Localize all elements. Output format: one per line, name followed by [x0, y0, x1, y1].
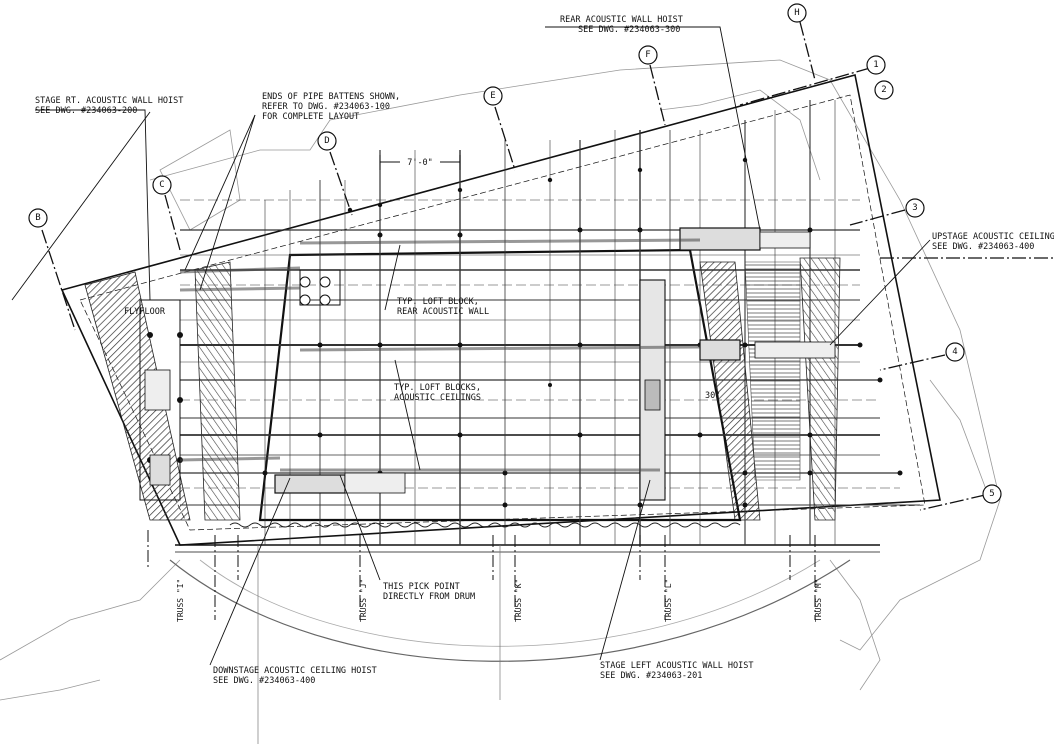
- svg-text:H: H: [794, 8, 799, 18]
- note-stage-rt-hoist: STAGE RT. ACOUSTIC WALL HOIST SEE DWG. #…: [35, 96, 189, 116]
- truss-label-m: TRUSS "M": [814, 579, 823, 622]
- grid-bubble-3: 3: [905, 198, 925, 218]
- dimension-text: 7'-0": [407, 158, 433, 168]
- truss-lines: [147, 530, 816, 620]
- note-upstage-hoist: UPSTAGE ACOUSTIC CEILING HOIST SEE DWG. …: [932, 232, 1054, 252]
- grid-bubble-4: 4: [945, 342, 965, 362]
- angle-text: 30°: [705, 391, 720, 401]
- grid-bubble-2: 2: [874, 80, 894, 100]
- grid-lines: [41, 21, 1054, 511]
- svg-text:E: E: [490, 91, 495, 101]
- grid-bubble-F: F: [638, 45, 658, 65]
- note-rear-hoist: REAR ACOUSTIC WALL HOIST SEE DWG. #23406…: [560, 15, 688, 35]
- note-downstage-hoist: DOWNSTAGE ACOUSTIC CEILING HOIST SEE DWG…: [213, 666, 382, 686]
- hoist-units: [139, 227, 836, 501]
- grid-bubble-1: 1: [866, 55, 886, 75]
- truss-label-j: TRUSS "J": [359, 579, 368, 622]
- svg-text:C: C: [159, 180, 164, 190]
- svg-text:2: 2: [881, 85, 886, 95]
- loft-blocks: [147, 157, 903, 508]
- grid-bubble-E: E: [483, 86, 503, 106]
- note-stage-left-hoist: STAGE LEFT ACOUSTIC WALL HOIST SEE DWG. …: [600, 661, 759, 681]
- stage-left-wall-hatch: [699, 257, 841, 521]
- stage-arc-inner: [199, 559, 821, 647]
- note-pick-point: THIS PICK POINT DIRECTLY FROM DRUM: [383, 582, 475, 602]
- svg-text:D: D: [324, 136, 329, 146]
- truss-label-l: TRUSS "L": [664, 579, 673, 622]
- dimension-marker: [379, 155, 461, 170]
- extension-lines: [257, 545, 501, 744]
- svg-text:5: 5: [989, 489, 994, 499]
- flyfloor-label: FLYFLOOR: [124, 307, 166, 317]
- grid-bubble-D: D: [317, 131, 337, 151]
- svg-text:4: 4: [952, 347, 957, 357]
- leader-lines: [11, 26, 931, 666]
- svg-text:B: B: [35, 213, 40, 223]
- svg-text:1: 1: [873, 60, 878, 70]
- svg-text:3: 3: [912, 203, 917, 213]
- note-loft-ceilings: TYP. LOFT BLOCKS, ACOUSTIC CEILINGS: [394, 383, 486, 403]
- truss-label-i: TRUSS "I": [176, 579, 185, 622]
- note-pipe-battens: ENDS OF PIPE BATTENS SHOWN, REFER TO DWG…: [262, 92, 405, 122]
- grid-bubble-C: C: [152, 175, 172, 195]
- truss-label-k: TRUSS "K": [514, 579, 523, 622]
- acoustic-shell: [258, 248, 742, 522]
- grid-bubble-H: H: [787, 3, 807, 23]
- svg-text:F: F: [645, 50, 650, 60]
- grid-bubble-B: B: [28, 208, 48, 228]
- downstage-wave: [229, 522, 741, 528]
- stage-arc: [169, 559, 851, 662]
- note-loft-rear: TYP. LOFT BLOCK, REAR ACOUSTIC WALL: [397, 297, 489, 317]
- grid-bubble-5: 5: [982, 484, 1002, 504]
